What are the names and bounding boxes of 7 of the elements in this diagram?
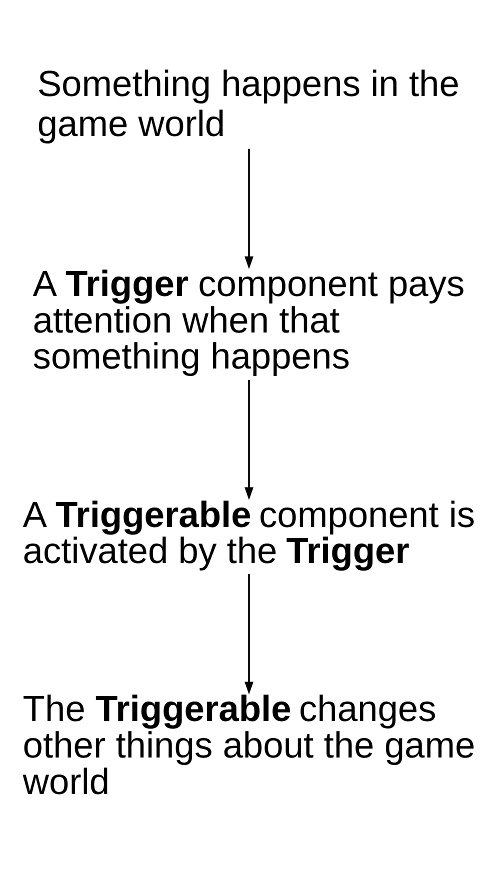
- arrow: [244, 148, 254, 269]
- node-text: Something happens in the game world: [37, 62, 460, 144]
- node-text: A Trigger component pays attention when that something happens: [32, 262, 465, 376]
- node-text: A Triggerable component is activated by the Trigger: [22, 493, 476, 571]
- arrow: [244, 379, 254, 500]
- node-text: The Triggerable changes other things about the game world: [22, 688, 476, 802]
- arrow: [244, 574, 254, 694]
